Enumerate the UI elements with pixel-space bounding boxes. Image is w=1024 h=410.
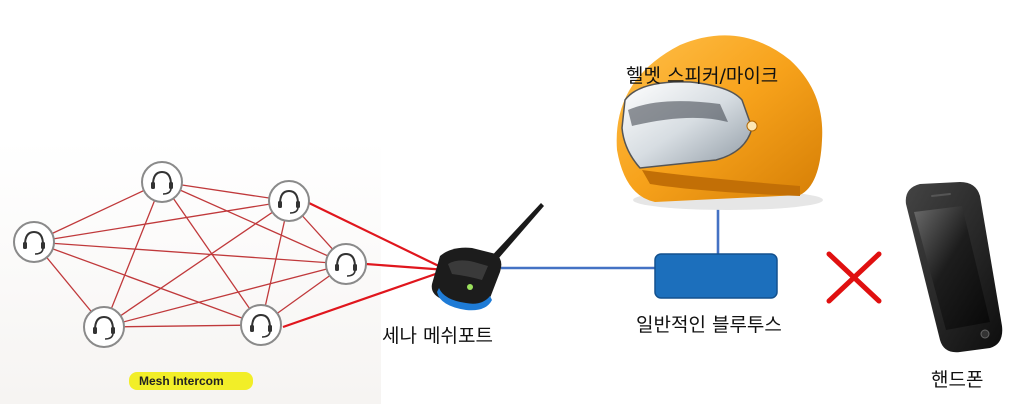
phone-label: 핸드폰 — [931, 369, 984, 391]
headset-icon — [13, 221, 55, 263]
smartphone-icon — [905, 182, 1003, 353]
headset-icon — [83, 306, 125, 348]
motorcycle-helmet-icon — [616, 35, 823, 210]
mesh-intercom-label: Mesh Intercom — [139, 374, 224, 388]
sena-meshport-label: 세나 메쉬포트 — [382, 325, 493, 347]
red-x-icon — [826, 251, 882, 304]
helmet-label: 헬멧 스피커/마이크 — [626, 65, 779, 87]
headset-icon — [268, 180, 310, 222]
headset-nodes — [13, 161, 367, 348]
headset-icon — [325, 243, 367, 285]
bluetooth-label: 일반적인 블루투스 — [636, 314, 782, 336]
bluetooth-module-box — [654, 253, 778, 299]
headset-icon — [141, 161, 183, 203]
meshport-links — [282, 202, 448, 329]
mesh-label-highlight — [129, 372, 253, 390]
headset-icon — [240, 304, 282, 346]
mesh-panel-background — [0, 140, 381, 404]
sena-meshport-device-icon — [431, 203, 544, 311]
